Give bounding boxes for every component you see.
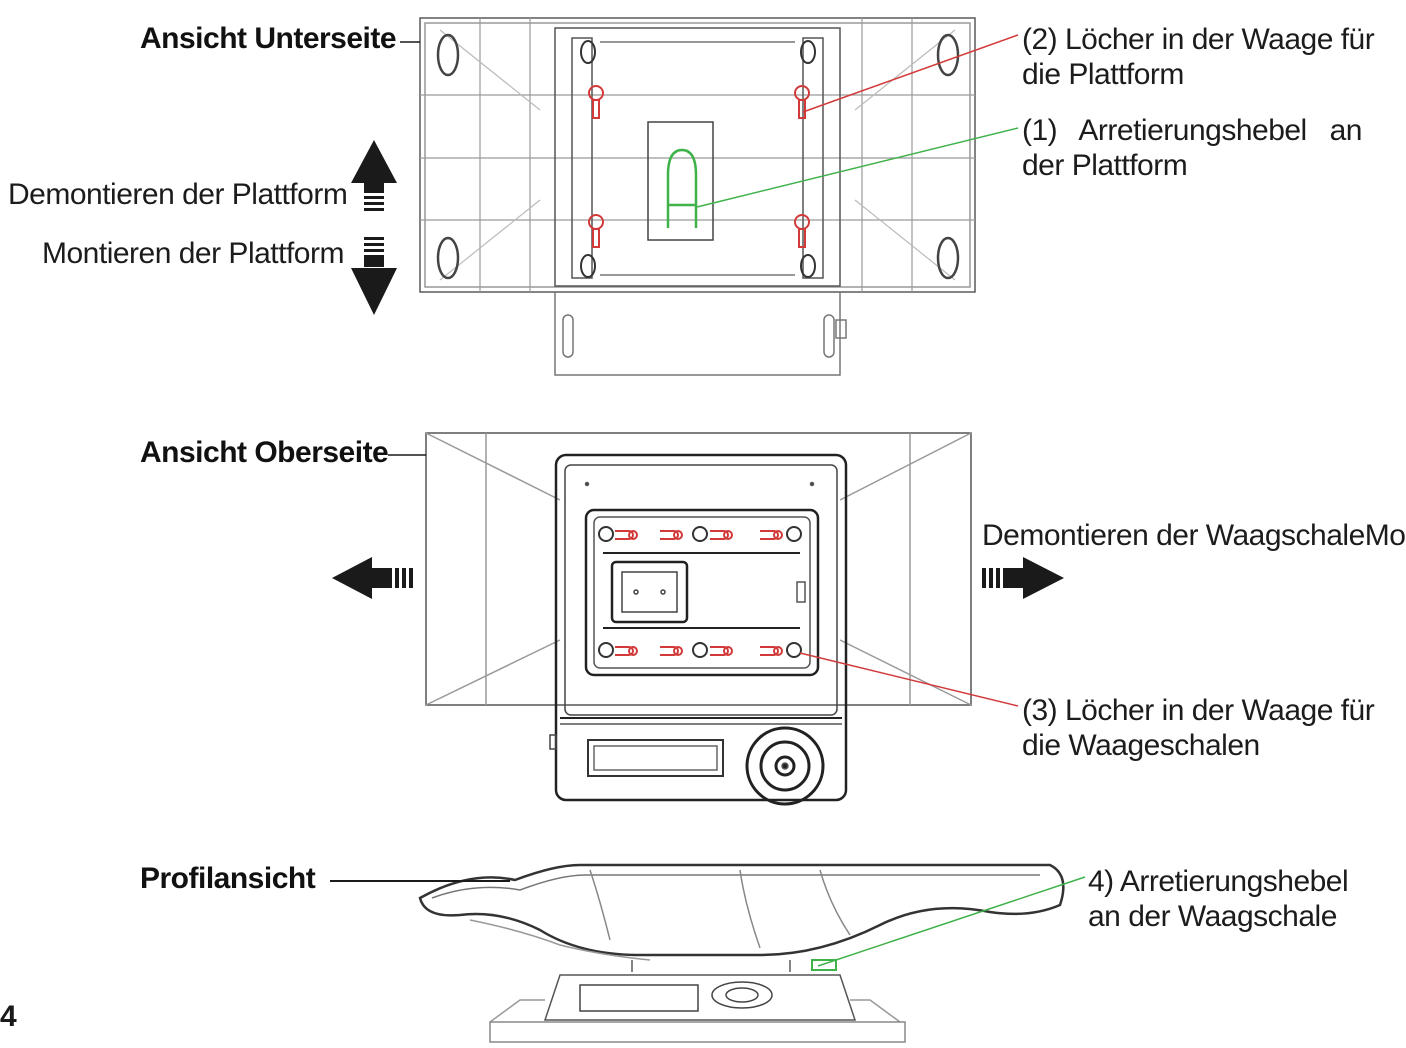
callout-platform-holes: (2) Löcher in der Waage für die Plattfor… (1022, 22, 1375, 92)
callout-platform-lever-line1: (1) Arretierungshebel an (1022, 114, 1363, 147)
bottom-view-title: Ansicht Unterseite (140, 22, 397, 55)
profile-view-drawing (418, 863, 1065, 1043)
callout-platform-lever: (1) Arretierungshebel an der Plattform (1022, 113, 1363, 183)
up-arrow-icon (351, 140, 397, 211)
callout-pan-lever-line2: an der Waagschale (1088, 900, 1337, 933)
down-arrow-icon (351, 237, 397, 315)
callout-platform-holes-line1: (2) Löcher in der Waage für (1022, 23, 1375, 56)
page-number: 4 (0, 1000, 17, 1033)
profile-view-title: Profilansicht (140, 862, 316, 895)
pan-demount-mount-label: Demontieren der WaagschaleMon (982, 519, 1406, 552)
top-view-title: Ansicht Oberseite (140, 436, 389, 469)
callout-platform-lever-line2: der Plattform (1022, 149, 1188, 182)
callout-pan-holes-line1: (3) Löcher in der Waage für (1022, 694, 1375, 727)
callout-pan-holes-line2: die Waageschalen (1022, 729, 1260, 762)
bottom-view-drawing (419, 17, 976, 376)
callout-platform-holes-line2: die Plattform (1022, 58, 1184, 91)
platform-demount-label: Demontieren der Plattform (8, 178, 348, 211)
platform-mount-label: Montieren der Plattform (42, 237, 344, 270)
leader-lines (330, 34, 1086, 967)
left-arrow-icon (332, 557, 413, 599)
callout-pan-holes: (3) Löcher in der Waage für die Waagesch… (1022, 693, 1375, 763)
right-arrow-icon (982, 557, 1064, 599)
callout-pan-lever-line1: 4) Arretierungshebel (1088, 865, 1349, 898)
callout-pan-lever: 4) Arretierungshebel an der Waagschale (1088, 864, 1349, 934)
top-view-drawing (425, 432, 972, 806)
